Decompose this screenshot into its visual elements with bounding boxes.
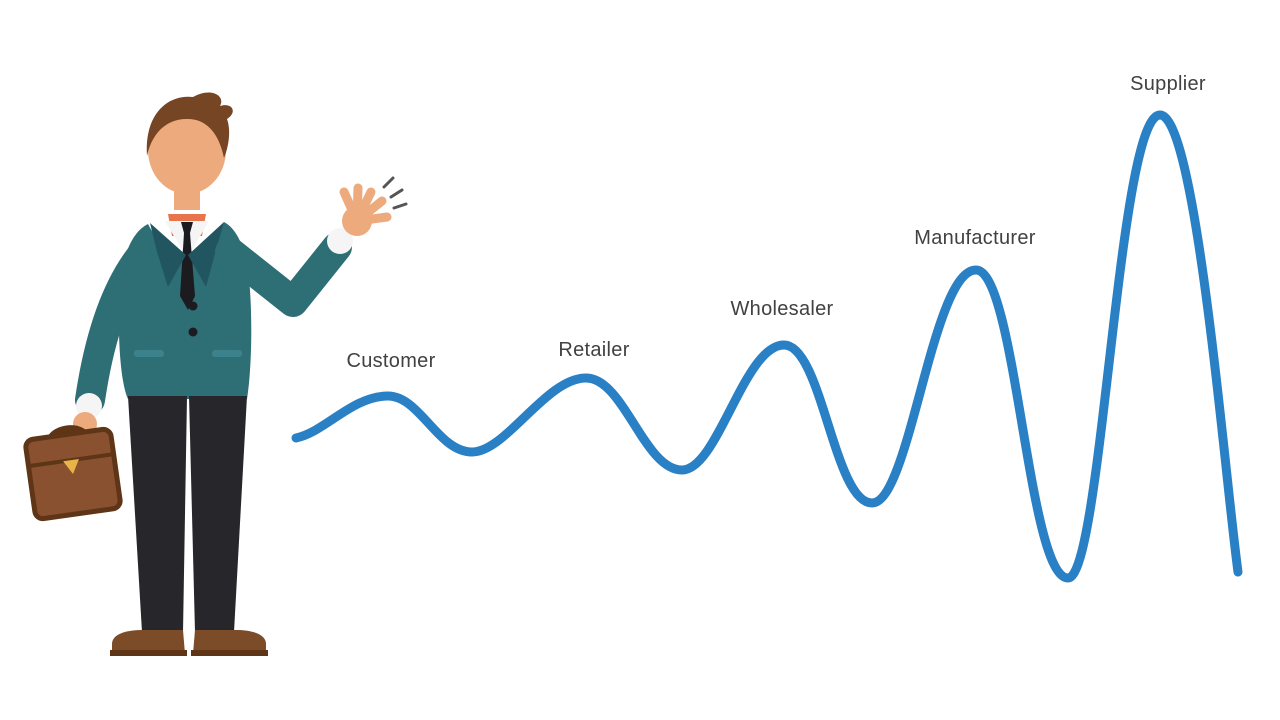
pants-right-leg [189,396,247,632]
shoe-right [193,630,266,654]
stage-label-customer: Customer [346,350,436,372]
bullwhip-wave-line [291,110,1243,583]
stage-label-supplier: Supplier [1130,73,1206,95]
stage-label-retailer: Retailer [558,339,630,361]
businessman-illustration [23,92,408,656]
shoe-right-sole [191,650,268,656]
right-arm-sleeve [215,232,352,317]
motion-lines [382,176,408,210]
shoe-left-sole [110,650,187,656]
pants-left-leg [128,396,187,632]
tie-knot [181,222,193,233]
hair [146,92,233,158]
pocket-left [134,350,164,357]
pocket-right [212,350,242,357]
head [148,106,226,194]
right-cuff [327,228,353,254]
lapel-left [150,223,186,287]
jacket-button-top [188,301,198,311]
briefcase-clasp [63,459,79,474]
stage-label-wholesaler: Wholesaler [730,298,834,320]
stage-label-manufacturer: Manufacturer [914,227,1036,249]
briefcase [23,425,123,522]
jacket-button-bottom [188,327,198,337]
lapel-right [188,222,224,287]
right-hand-fingers [339,183,392,226]
shoe-left [112,630,185,654]
